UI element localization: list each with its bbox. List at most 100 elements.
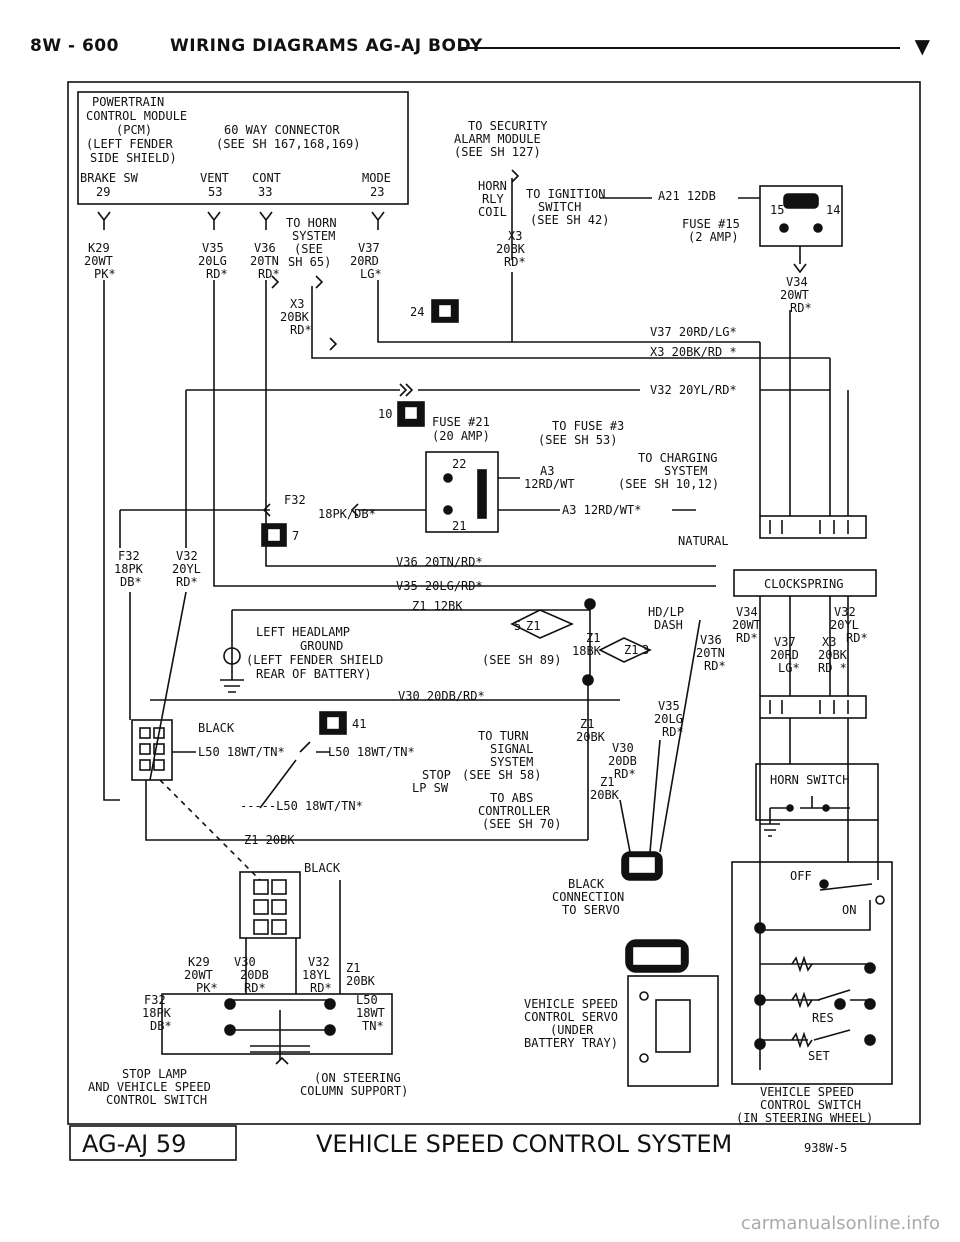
diagram-label: V34 bbox=[736, 605, 758, 619]
diagram-label: 10 bbox=[378, 407, 392, 421]
diagram-label: 18BK bbox=[572, 644, 602, 658]
diagram-label: SYSTEM bbox=[292, 229, 335, 243]
diagram-label: 53 bbox=[208, 185, 222, 199]
footer: AG-AJ 59 VEHICLE SPEED CONTROL SYSTEM 93… bbox=[69, 1125, 847, 1161]
diagram-label: 5 bbox=[514, 619, 521, 633]
diagram-label: RD* bbox=[736, 631, 758, 645]
diagram-label: STOP bbox=[422, 768, 451, 782]
diagram-label: TO FUSE #3 bbox=[552, 419, 624, 433]
diagram-label: 20LG bbox=[654, 712, 683, 726]
diagram-label: V35 20LG/RD* bbox=[396, 579, 483, 593]
splice-5: 5 Z1 bbox=[510, 609, 574, 639]
diagram-label: VEHICLE SPEED bbox=[760, 1085, 854, 1099]
stop-lamp-switch bbox=[161, 871, 393, 1065]
diagram-label: RLY bbox=[482, 192, 504, 206]
diagram-label: 20WT bbox=[732, 618, 761, 632]
header-rule bbox=[458, 47, 900, 49]
diagram-label: RD* bbox=[846, 631, 868, 645]
diagram-label: 24 bbox=[410, 305, 424, 319]
diagram-label: SH 65) bbox=[288, 255, 331, 269]
diagram-label: Z1 12BK bbox=[412, 599, 463, 613]
diagram-label: SIDE SHIELD) bbox=[90, 151, 177, 165]
diagram-label: 20YL bbox=[172, 562, 201, 576]
diagram-label: RD* bbox=[206, 267, 228, 281]
diagram-label: (SEE SH 53) bbox=[538, 433, 617, 447]
diagram-label: (SEE SH 42) bbox=[530, 213, 609, 227]
splice-3: Z1 3 bbox=[598, 637, 652, 663]
diagram-label: X3 bbox=[508, 229, 522, 243]
diagram-label: BRAKE SW bbox=[80, 171, 139, 185]
diagram-label: SYSTEM bbox=[490, 755, 533, 769]
diagram-label: SWITCH bbox=[538, 200, 581, 214]
diagram-label: (SEE SH 70) bbox=[482, 817, 561, 831]
diagram-label: CONT bbox=[252, 171, 281, 185]
diagram-label: (SEE SH 10,12) bbox=[618, 477, 719, 491]
diagram-label: AG-AJ 59 bbox=[82, 1130, 186, 1158]
clockspring-connector-bottom bbox=[759, 695, 867, 719]
pcm-splice-connector bbox=[131, 719, 173, 781]
diagram-label: 15 bbox=[770, 203, 784, 217]
diagram-label: 20LG bbox=[198, 254, 227, 268]
diagram-label: ALARM MODULE bbox=[454, 132, 541, 146]
diagram-label: V30 20DB/RD* bbox=[398, 689, 485, 703]
diagram-label: CONTROL SWITCH bbox=[760, 1098, 861, 1112]
diagram-label: LG* bbox=[360, 267, 382, 281]
diagram-label: L50 bbox=[356, 993, 378, 1007]
diagram-label: (20 AMP) bbox=[432, 429, 490, 443]
connector-10: 10 bbox=[378, 401, 425, 427]
diagram-label: FUSE #21 bbox=[432, 415, 490, 429]
diagram-label: 20DB bbox=[240, 968, 269, 982]
diagram-label: 20WT bbox=[780, 288, 809, 302]
diagram-label: FUSE #15 bbox=[682, 217, 740, 231]
diagram-label: DB* bbox=[120, 575, 142, 589]
diagram-label: V32 20YL/RD* bbox=[650, 383, 737, 397]
diagram-label: (PCM) bbox=[116, 123, 152, 137]
section-marker-icon: ▼ bbox=[914, 34, 930, 58]
diagram-label: 18PK/DB* bbox=[318, 507, 376, 521]
diagram-label: BATTERY TRAY) bbox=[524, 1036, 618, 1050]
diagram-label: CONTROLLER bbox=[478, 804, 551, 818]
diagram-label: 20YL bbox=[830, 618, 859, 632]
diagram-label: 33 bbox=[258, 185, 272, 199]
diagram-label: 20TN bbox=[250, 254, 279, 268]
diagram-label: (LEFT FENDER bbox=[86, 137, 173, 151]
diagram-label: A3 bbox=[540, 464, 554, 478]
diagram-label: 18WT bbox=[356, 1006, 385, 1020]
diagram-frame bbox=[67, 81, 921, 1125]
diagram-label: TO IGNITION bbox=[526, 187, 605, 201]
page-header: 8W - 600 WIRING DIAGRAMS AG-AJ BODY ▼ bbox=[30, 34, 930, 60]
diagram-label: LEFT HEADLAMP bbox=[256, 625, 350, 639]
pcm-wires bbox=[103, 275, 830, 801]
diagram-label: V37 bbox=[774, 635, 796, 649]
diagram-label: RD* bbox=[504, 255, 526, 269]
diagram-label: COIL bbox=[478, 205, 507, 219]
watermark: carmanualsonline.info bbox=[740, 1213, 940, 1234]
diagram-label: A21 12DB bbox=[658, 189, 716, 203]
diagram-label: V32 bbox=[308, 955, 330, 969]
diagram-label: ON bbox=[842, 903, 856, 917]
diagram-label: (SEE SH 127) bbox=[454, 145, 541, 159]
diagram-label: GROUND bbox=[300, 639, 343, 653]
horn-switch: HORN SWITCH bbox=[755, 763, 879, 837]
diagram-label: 18PK bbox=[114, 562, 144, 576]
diagram-label: CONTROL MODULE bbox=[86, 109, 187, 123]
diagram-label: RD* bbox=[176, 575, 198, 589]
diagram-label: 20DB bbox=[608, 754, 637, 768]
diagram-label: MODE bbox=[362, 171, 391, 185]
diagram-label: V35 bbox=[658, 699, 680, 713]
diagram-label: VENT bbox=[200, 171, 229, 185]
diagram-label: COLUMN SUPPORT) bbox=[300, 1084, 408, 1098]
page-title: WIRING DIAGRAMS AG-AJ BODY bbox=[170, 36, 483, 56]
diagram-label: SET bbox=[808, 1049, 830, 1063]
diagram-label: F32 bbox=[284, 493, 306, 507]
diagram-label: 20RD bbox=[770, 648, 799, 662]
diagram-label: 7 bbox=[292, 529, 299, 543]
diagram-label: RD* bbox=[614, 767, 636, 781]
vehicle-speed-servo bbox=[625, 939, 719, 1087]
diagram-label: V35 bbox=[202, 241, 224, 255]
connector-24: 24 bbox=[410, 299, 459, 323]
diagram-label: 22 bbox=[452, 457, 466, 471]
diagram-label: LP SW bbox=[412, 781, 449, 795]
diagram-label: 20RD bbox=[350, 254, 379, 268]
diagram-label: 20BK bbox=[818, 648, 848, 662]
